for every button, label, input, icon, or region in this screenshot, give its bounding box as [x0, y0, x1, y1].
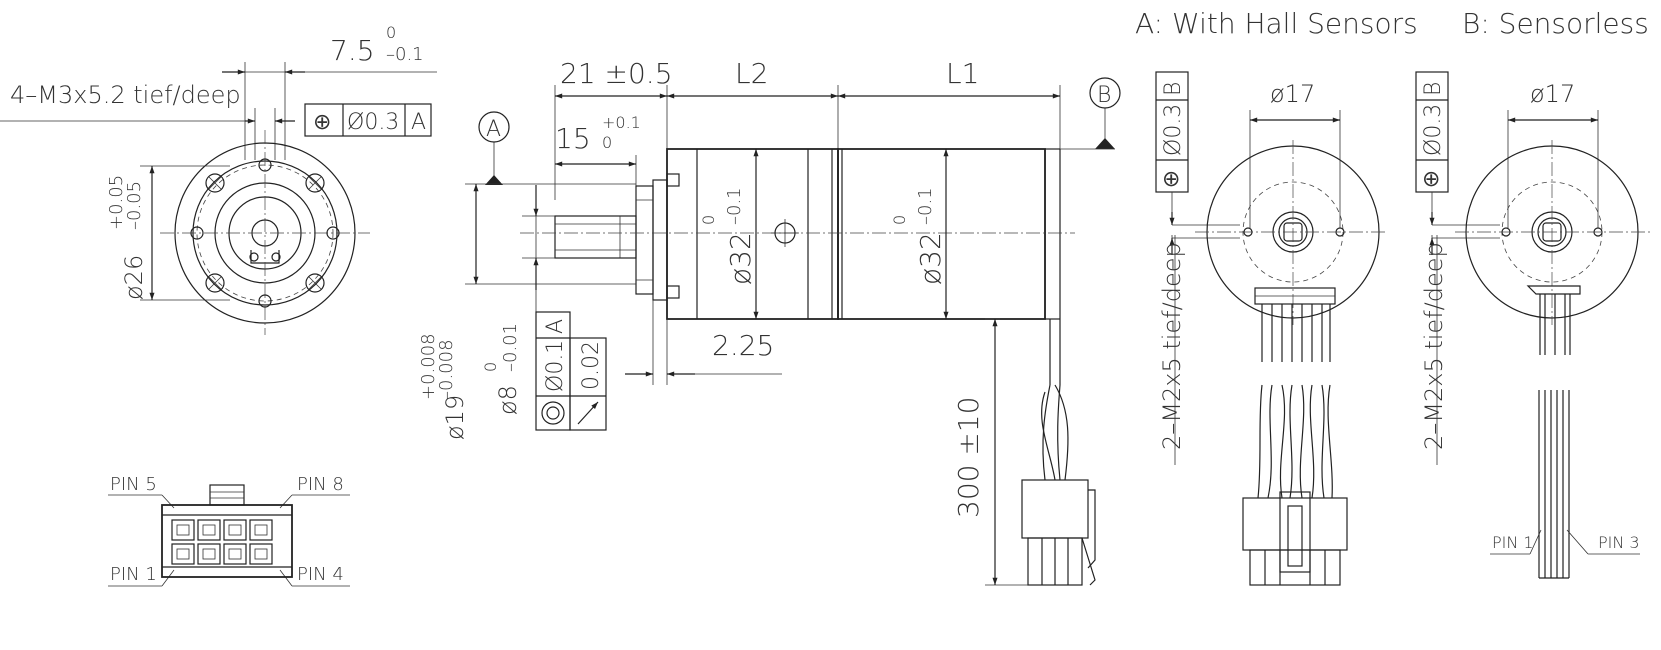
tol2-value: 0.02	[579, 341, 604, 390]
sensorless-tol-symbol: ⊕	[1422, 167, 1440, 192]
hall-tol-value: Ø0.3	[1161, 104, 1186, 156]
dia-32-motor-lower: –0.1	[915, 187, 936, 225]
dia-8: ø8	[494, 385, 522, 415]
dia-32-gearbox-lower: –0.1	[724, 187, 745, 225]
dim-15-lower: 0	[602, 133, 612, 152]
legend-hall-sensors: A: With Hall Sensors	[1135, 7, 1418, 40]
pin1-label: PIN 1	[110, 564, 157, 585]
connector-pinout: PIN 5 PIN 8 PIN 1 PIN 4	[108, 474, 350, 587]
dia-19-lower: –0.008	[436, 339, 457, 400]
tol1-ref: A	[543, 319, 568, 334]
dim-l2: L2	[735, 57, 768, 90]
datum-a: A	[486, 117, 501, 142]
front-dia-26-upper: +0.05	[106, 175, 127, 230]
cable-length: 300 ±10	[952, 397, 985, 518]
sensorless-dia-17: ø17	[1530, 80, 1575, 108]
sensorless-tol-value: Ø0.3	[1421, 104, 1446, 156]
dia-19-upper: +0.008	[418, 333, 439, 400]
pin5-label: PIN 5	[110, 474, 157, 495]
sensorless-hole-callout: 2–M2x5 tief/deep	[1420, 242, 1448, 450]
front-hole-callout: 4–M3x5.2 tief/deep	[10, 81, 241, 109]
dia-19: ø19	[441, 395, 469, 440]
front-dia-26: ø26	[120, 255, 148, 300]
front-view: 4–M3x5.2 tief/deep 7.5 0 –0.1 ⊕ Ø0.3 A	[0, 23, 437, 335]
dia-32-gearbox-upper: 0	[699, 215, 718, 225]
tol1-value: Ø0.1	[543, 340, 568, 392]
datum-b: B	[1097, 83, 1111, 108]
sensorless-pin1-label: PIN 1	[1492, 533, 1534, 552]
dim-15: 15	[555, 122, 591, 155]
front-tol-value: Ø0.3	[347, 110, 399, 135]
dia-32-motor-upper: 0	[890, 215, 909, 225]
dia-32-gearbox: ø32	[724, 232, 757, 285]
dia-32-motor: ø32	[914, 232, 947, 285]
front-dia-26-lower: –0.05	[124, 181, 145, 230]
hall-tol-ref: B	[1161, 82, 1186, 96]
dia-8-lower: –0.01	[500, 323, 521, 372]
pin8-label: PIN 8	[297, 474, 344, 495]
hall-sensor-view: B Ø0.3 ⊕ 2–M2x5 tief/deep ø17	[1155, 71, 1385, 586]
dim-15-upper: +0.1	[602, 113, 641, 132]
front-dim-7-5-upper: 0	[386, 23, 396, 42]
hall-dia-17: ø17	[1270, 80, 1315, 108]
dim-l1: L1	[946, 57, 979, 90]
pin4-label: PIN 4	[297, 564, 344, 585]
hall-tol-symbol: ⊕	[1162, 167, 1180, 192]
sensorless-pin3-label: PIN 3	[1598, 533, 1640, 552]
front-dim-7-5-lower: –0.1	[386, 44, 424, 65]
dim-21: 21 ±0.5	[560, 57, 673, 90]
dim-2-25: 2.25	[712, 329, 774, 362]
sensorless-tol-ref: B	[1421, 82, 1446, 96]
sensorless-view: B Ø0.3 ⊕ 2–M2x5 tief/deep ø17	[1415, 71, 1650, 579]
dia-8-upper: 0	[481, 362, 500, 372]
hall-hole-callout: 2–M2x5 tief/deep	[1158, 242, 1186, 450]
legend-sensorless: B: Sensorless	[1462, 7, 1649, 40]
front-dim-7-5: 7.5	[330, 34, 375, 67]
front-tol-symbol: ⊕	[313, 110, 331, 135]
side-view: A B 21 ±0.5 L2 L1 15 +0.1 0	[418, 57, 1121, 586]
front-tol-ref: A	[411, 110, 426, 135]
